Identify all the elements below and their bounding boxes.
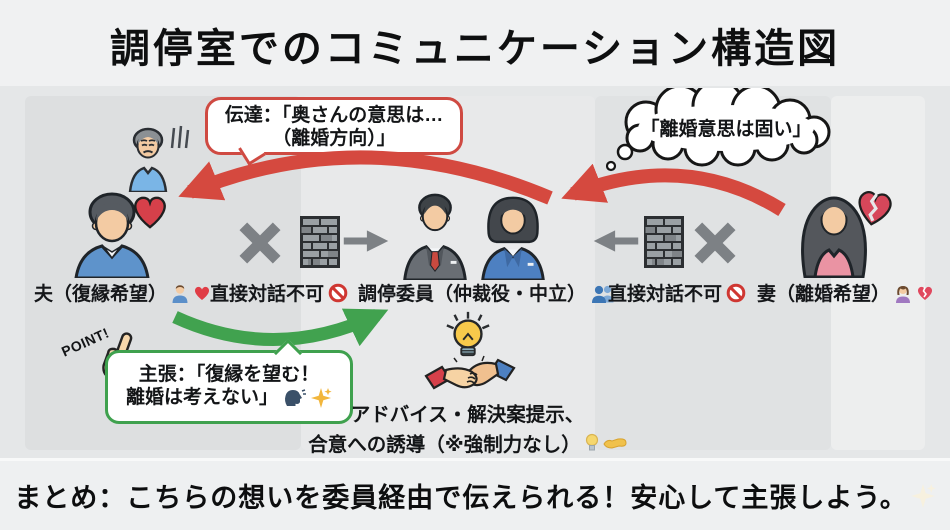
thought-text: 「離婚意思は固い」 — [640, 119, 812, 140]
sparkle-icon — [311, 387, 332, 408]
no-entry-icon — [726, 283, 746, 302]
mediators-label: 調停委員（仲裁役・中立） — [358, 279, 616, 306]
advice-line1: アドバイス・解決案提示、 — [350, 404, 585, 426]
no-direct-dialog-right-label: 直接対話不可 — [608, 279, 746, 306]
red-arrow-to-mediators — [561, 163, 786, 216]
person-woman-icon — [896, 285, 911, 303]
green-arrow-to-mediators — [172, 308, 389, 347]
handshake-icon — [424, 355, 516, 390]
no-entry-icon — [328, 283, 348, 302]
cross-icon — [694, 222, 736, 264]
heart-icon — [134, 196, 166, 229]
wife-label: 妻（離婚希望） — [757, 279, 934, 306]
people-icon — [592, 285, 614, 303]
worried-husband-icon — [128, 125, 190, 192]
broken-heart-icon — [917, 286, 933, 300]
lightbulb-icon — [585, 433, 598, 450]
broken-heart-icon — [858, 191, 892, 226]
relay-line2: （離婚方向）」 — [272, 128, 396, 149]
summary-bar: まとめ：こちらの想いを委員経由で伝えられる！安心して主張しよう。 — [0, 458, 950, 530]
brick-wall-icon — [644, 216, 684, 268]
summary-text: まとめ：こちらの想いを委員経由で伝えられる！安心して主張しよう。 — [14, 483, 908, 513]
lightbulb-icon — [446, 311, 490, 357]
speaking-head-icon — [285, 388, 306, 406]
no-direct-dialog-left-label: 直接対話不可 — [210, 279, 348, 306]
thought-bubble — [606, 88, 831, 172]
advice-line2: 合意への誘導（※強制力なし） — [308, 434, 581, 456]
thought-trail-dot — [616, 143, 634, 161]
person-man-icon — [172, 284, 188, 303]
handshake-icon — [603, 437, 627, 449]
no-direct-dialog-text: 直接対話不可 — [608, 284, 723, 305]
claim-line2: 離婚は考えない」 — [125, 387, 278, 408]
advice-text: アドバイス・解決案提示、 合意への誘導（※強制力なし） — [305, 398, 630, 457]
no-direct-dialog-text: 直接対話不可 — [210, 284, 325, 305]
husband-label-text: 夫（復縁希望） — [34, 284, 168, 305]
cross-icon — [239, 222, 281, 264]
wife-avatar — [801, 196, 867, 278]
relay-line1: 伝達：「奥さんの意思は… — [224, 105, 444, 126]
mediator-man-avatar — [403, 193, 467, 280]
wife-label-text: 妻（離婚希望） — [757, 284, 891, 305]
mediator-woman-avatar — [481, 196, 545, 280]
claim-line1: 主張：「復縁を望む！ — [138, 364, 320, 385]
arrow-right-icon — [343, 230, 389, 252]
husband-avatar — [74, 192, 150, 278]
red-arrow-to-husband — [178, 150, 553, 205]
sparkle-icon — [910, 483, 936, 508]
relay-speech-bubble: 伝達：「奥さんの意思は… （離婚方向）」 — [205, 97, 463, 166]
page-title: 調停室でのコミュニケーション構造図 — [109, 27, 841, 71]
arrow-left-icon — [593, 230, 639, 252]
brick-wall-icon — [300, 216, 340, 268]
mediators-label-text: 調停委員（仲裁役・中立） — [358, 284, 587, 305]
heart-icon — [194, 286, 210, 300]
claim-speech-bubble: 主張：「復縁を望む！ 離婚は考えない」 — [105, 338, 353, 424]
husband-label: 夫（復縁希望） — [34, 279, 211, 306]
